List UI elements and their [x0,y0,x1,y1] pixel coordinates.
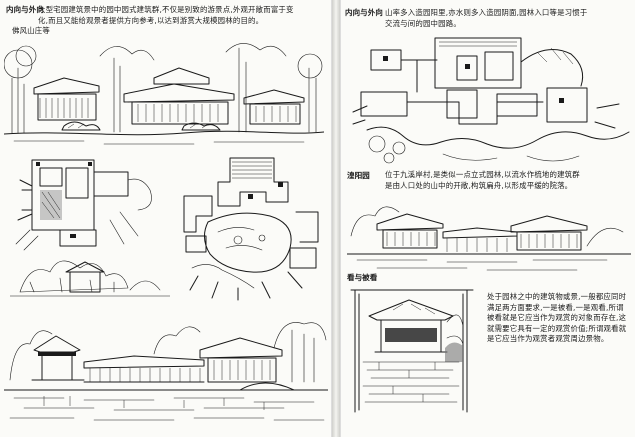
right-heading: 内向与外向 [345,8,383,17]
right-page: 内向与外向 山率多入造园阳里,亦水则多入造园阴面,园林入口等是习惯于 交流与间的… [340,0,635,437]
left-note-top-tail: 佛风山庄等 [12,26,50,35]
sketch-plan-garden [352,37,630,164]
sketch-plan-right [183,157,319,301]
right-note-mid: 位于九溪岸村,是类似一点立式园林,以流水作梳地的建筑群 [385,170,580,179]
left-heading: 内向与外向 [6,5,44,14]
book-gutter [332,0,340,437]
right-note-bottom: 处于园林之中的建筑物或景,一般都应同时满足两方面要求,一是被看,一是观看,所谓被… [487,292,627,343]
sketch-tree-cluster [10,260,170,297]
right-note-top: 山率多入造园阳里,亦水则多入造园阴面,园林入口等是习惯于 [385,8,588,17]
left-page: 内向与外向 大型宅园建筑景中的园中园式建筑群,不仅是别致的游景点,外观开敞而富于… [4,0,332,437]
sketch-pavilion-group [4,43,324,145]
right-note-top-line2: 交流与间的园中园路。 [385,19,461,28]
sketch-waterside-pavilion [4,322,328,421]
left-note-top: 大型宅园建筑景中的园中园式建筑群,不仅是别致的游景点,外观开敞而富于变化,而且又… [38,5,294,25]
sketch-plan-left [15,159,152,251]
right-note-mid-line2: 是由人口处的山中的开敞,构筑扁舟,以形成平缓的院落。 [385,181,573,190]
sketch-pavilion-elevation [347,206,631,271]
right-label-bottom: 看与被看 [347,273,378,282]
right-label-mid: 湟阳园 [347,171,370,180]
sketch-framed-view [350,289,474,413]
